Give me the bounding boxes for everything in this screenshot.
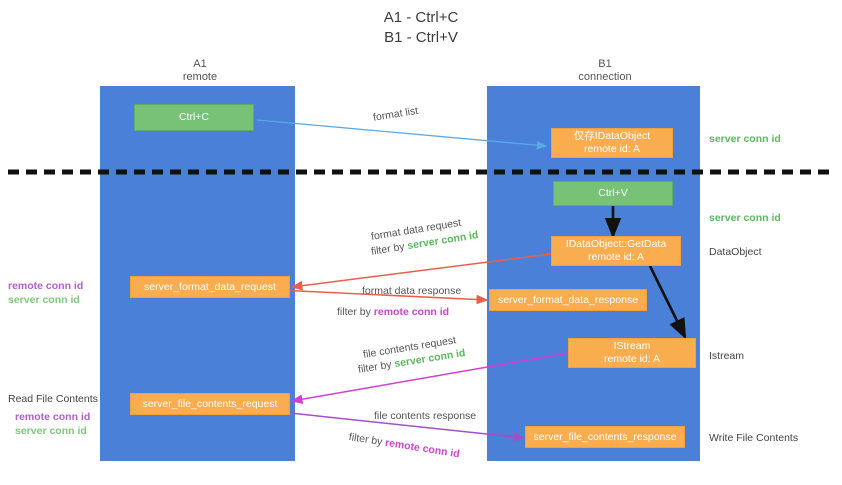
edge-label-file-contents-response: file contents response	[374, 410, 477, 422]
note-write-file-contents: Write File Contents	[709, 432, 799, 444]
box-server-format-data-response-label: server_format_data_response	[497, 293, 639, 306]
filter-prefix: filter by	[337, 306, 374, 318]
box-server-format-data-response[interactable]: server_format_data_response	[489, 289, 647, 311]
filter-key-remote-conn-id: remote conn id	[373, 306, 450, 318]
column-a1-name: A1	[193, 58, 207, 70]
box-istream-line2: remote id: A	[603, 353, 661, 365]
note-server-conn-id-mid: server conn id	[709, 212, 781, 224]
column-a1-role: remote	[182, 71, 218, 83]
note-remote-conn-id-low: remote conn id	[15, 411, 91, 423]
note-server-conn-id-left-low: server conn id	[15, 425, 87, 437]
box-server-file-contents-request-label: server_file_contents_request	[142, 397, 278, 410]
column-header-b1: B1 connection	[545, 58, 665, 84]
box-idataobject-getdata-line2: remote id: A	[587, 251, 645, 263]
box-ctrl-c-label: Ctrl+C	[178, 111, 210, 123]
note-stack-low: Read File Contents	[8, 392, 98, 406]
title-line-2: B1 - Ctrl+V	[384, 29, 458, 46]
column-header-a1: A1 remote	[140, 58, 260, 84]
box-ctrl-v[interactable]: Ctrl+V	[553, 181, 673, 206]
note-istream: Istream	[709, 350, 745, 362]
box-istream[interactable]: IStream remote id: A	[568, 338, 696, 368]
note-remote-conn-id-mid: remote conn id	[8, 280, 84, 292]
box-server-file-contents-response-label: server_file_contents_response	[533, 430, 677, 443]
box-idataobject-saved-line1: 仅存IDataObject	[573, 130, 651, 142]
page-title: A1 - Ctrl+C B1 - Ctrl+V	[0, 8, 842, 48]
title-line-1: A1 - Ctrl+C	[383, 9, 459, 26]
box-idataobject-saved-line2: remote id: A	[583, 143, 641, 155]
note-read-file-contents: Read File Contents	[8, 393, 98, 405]
box-server-format-data-request-label: server_format_data_request	[144, 280, 276, 293]
box-idataobject-getdata-line1: IDataObject::GetData	[565, 238, 667, 250]
edge-label-format-list: format list	[372, 104, 419, 124]
box-istream-line1: IStream	[613, 340, 651, 352]
note-dataobject: DataObject	[709, 246, 762, 258]
edge-label-format-data-response: format data response	[362, 285, 462, 297]
filter-prefix: filter by	[347, 430, 387, 449]
box-idataobject-getdata[interactable]: IDataObject::GetData remote id: A	[551, 236, 681, 266]
edge-label-file-contents-response-filter: filter by remote conn id	[348, 430, 461, 461]
note-server-conn-id-left-mid: server conn id	[8, 294, 80, 306]
filter-prefix: filter by	[357, 358, 396, 376]
box-idataobject-saved[interactable]: 仅存IDataObject remote id: A	[551, 128, 673, 158]
box-server-format-data-request[interactable]: server_format_data_request	[130, 276, 290, 298]
note-server-conn-id-top: server conn id	[709, 133, 781, 145]
box-server-file-contents-response[interactable]: server_file_contents_response	[525, 426, 685, 448]
edge-label-format-data-response-filter: filter by remote conn id	[337, 305, 449, 319]
box-ctrl-c[interactable]: Ctrl+C	[134, 104, 254, 131]
column-b1-role: connection	[578, 71, 632, 83]
filter-key-remote-conn-id: remote conn id	[384, 436, 461, 461]
note-stack-mid: remote conn id server conn id	[8, 279, 83, 307]
column-b1-name: B1	[598, 58, 612, 70]
box-ctrl-v-label: Ctrl+V	[598, 187, 628, 199]
box-server-file-contents-request[interactable]: server_file_contents_request	[130, 393, 290, 415]
note-stack-low-ids: remote conn id server conn id	[15, 410, 90, 438]
